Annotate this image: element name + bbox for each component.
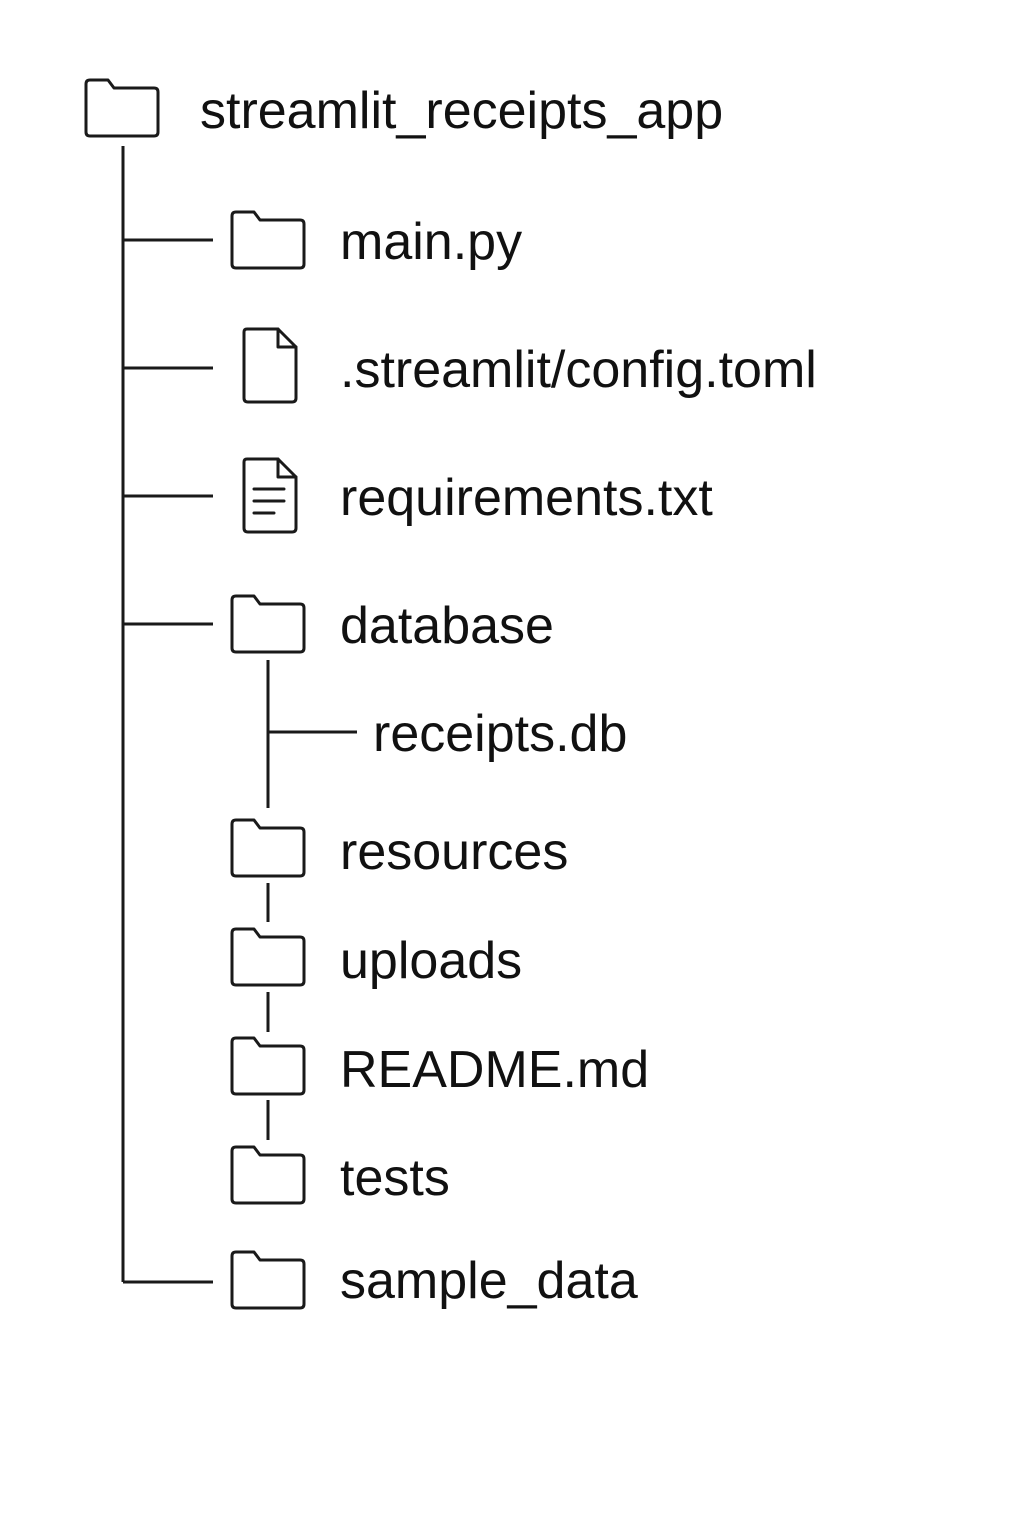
folder-icon bbox=[230, 210, 306, 270]
tree-item-resources[interactable]: resources bbox=[230, 818, 568, 881]
tree-item-database[interactable]: database bbox=[230, 594, 554, 655]
item-label-sample-data: sample_data bbox=[340, 1252, 638, 1310]
tree-item-uploads[interactable]: uploads bbox=[230, 927, 522, 990]
folder-icon bbox=[230, 594, 306, 654]
tree-item-config-toml[interactable]: .streamlit/config.toml bbox=[242, 327, 817, 404]
text-file-icon bbox=[242, 457, 298, 534]
root-folder-label: streamlit_receipts_app bbox=[200, 82, 723, 140]
item-label-requirements-txt: requirements.txt bbox=[340, 469, 713, 527]
tree-item-readme-md[interactable]: README.md bbox=[230, 1036, 649, 1099]
tree-item-requirements-txt[interactable]: requirements.txt bbox=[242, 457, 713, 534]
item-label-database: database bbox=[340, 597, 554, 655]
item-label-main-py: main.py bbox=[340, 213, 522, 271]
file-icon bbox=[242, 327, 298, 404]
tree-item-tests[interactable]: tests bbox=[230, 1145, 450, 1207]
item-label-config-toml: .streamlit/config.toml bbox=[340, 341, 817, 399]
folder-icon bbox=[230, 1250, 306, 1310]
folder-icon bbox=[230, 1036, 306, 1096]
item-label-readme-md: README.md bbox=[340, 1041, 649, 1099]
tree-item-sample-data[interactable]: sample_data bbox=[230, 1250, 638, 1310]
tree-item-receipts-db[interactable]: receipts.db bbox=[373, 705, 627, 763]
tree-item-main-py[interactable]: main.py bbox=[230, 210, 522, 271]
tree-root[interactable]: streamlit_receipts_app bbox=[84, 78, 723, 140]
item-label-uploads: uploads bbox=[340, 932, 522, 990]
folder-icon bbox=[230, 927, 306, 987]
folder-icon bbox=[84, 78, 160, 138]
tree-connectors bbox=[121, 146, 357, 1284]
item-label-resources: resources bbox=[340, 823, 568, 881]
folder-icon bbox=[230, 1145, 306, 1205]
folder-icon bbox=[230, 818, 306, 878]
item-label-receipts-db: receipts.db bbox=[373, 705, 627, 763]
item-label-tests: tests bbox=[340, 1149, 450, 1207]
